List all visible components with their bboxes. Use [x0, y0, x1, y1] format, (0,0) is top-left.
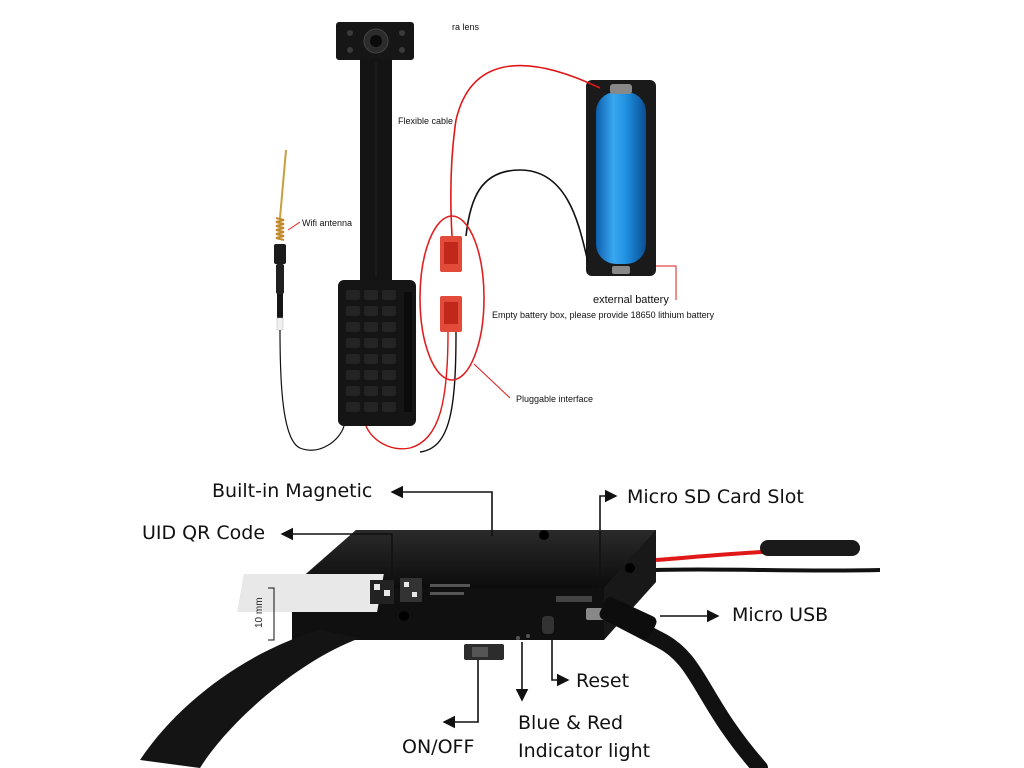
micro-usb-label: Micro USB	[732, 604, 829, 626]
onoff-label: ON/OFF	[402, 736, 475, 758]
indicator-led	[516, 636, 520, 640]
wifi-antenna-label: Wifi antenna	[302, 218, 353, 228]
magnetic-arrow	[390, 485, 493, 536]
indicator-light-label-line2: Indicator light	[518, 740, 651, 762]
usb-plug	[599, 597, 657, 639]
pluggable-connector	[365, 236, 462, 453]
onoff-arrow	[442, 660, 479, 729]
ribbon-cable-bottom	[140, 630, 360, 768]
reset-label: Reset	[576, 670, 630, 692]
antenna-leader	[287, 221, 301, 231]
interface-leader	[473, 363, 511, 399]
wifi-antenna	[274, 149, 345, 451]
uid-qr-code-label: UID QR Code	[142, 522, 266, 544]
lens-label: ra lens	[452, 22, 480, 32]
battery-black-wire	[465, 169, 589, 263]
flexible-cable-label: Flexible cable	[398, 116, 454, 126]
sd-arrow	[599, 489, 618, 598]
indicator-light-label-line1: Blue & Red	[518, 712, 624, 734]
flexible-cable	[360, 58, 392, 280]
dimension-label: 10 mm	[254, 597, 265, 628]
external-battery-label: external battery	[593, 294, 669, 306]
battery-note-label: Empty battery box, please provide 18650 …	[492, 310, 715, 320]
main-module	[338, 280, 416, 426]
dimension-bracket	[268, 587, 275, 641]
micro-sd-card-slot-label: Micro SD Card Slot	[627, 486, 804, 508]
usb-cable	[602, 606, 768, 768]
battery-leader	[656, 265, 677, 300]
battery-red-wire	[450, 64, 601, 237]
wire-black-right	[655, 567, 881, 573]
camera-lens-board	[336, 22, 414, 60]
wire-sleeve	[760, 540, 860, 556]
pluggable-interface-label: Pluggable interface	[516, 394, 594, 404]
sd-card-slot	[556, 596, 592, 602]
module-3d-box	[292, 530, 656, 640]
battery-box	[586, 80, 656, 276]
built-in-magnetic-label: Built-in Magnetic	[212, 480, 373, 502]
indicator-led-2	[526, 634, 530, 638]
reset-button	[542, 616, 554, 634]
qr-arrow	[280, 527, 393, 574]
connector-highlight-circle	[419, 215, 485, 381]
reset-arrow	[551, 636, 570, 687]
